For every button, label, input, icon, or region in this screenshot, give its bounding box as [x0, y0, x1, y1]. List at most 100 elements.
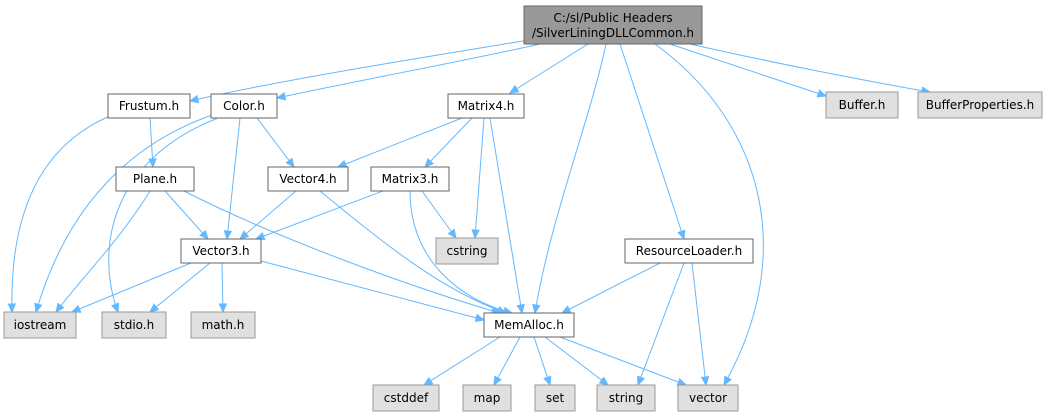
- node-label-memalloc: MemAlloc.h: [494, 318, 564, 332]
- edge-matrix4-cstring-arrowhead: [471, 229, 480, 240]
- node-cstring[interactable]: cstring: [435, 237, 499, 265]
- node-string[interactable]: string: [596, 384, 656, 412]
- node-set[interactable]: set: [534, 384, 576, 412]
- edge-root-buffer: [669, 43, 827, 97]
- edge-resourceloader-vector: [691, 262, 707, 386]
- edge-vector3-memalloc-arrowhead: [474, 313, 486, 322]
- nodes: C:/sl/Public Headers /SilverLiningDLLCom…: [3, 5, 1043, 412]
- node-vector[interactable]: vector: [677, 384, 739, 412]
- edge-resourceloader-memalloc-arrowhead: [560, 305, 572, 314]
- node-label-math: math.h: [202, 318, 245, 332]
- edge-memalloc-vector: [559, 336, 687, 386]
- node-label-color: Color.h: [223, 99, 265, 113]
- edge-color-vector4-arrowhead: [285, 157, 295, 168]
- edge-matrix3-vector3-arrowhead: [254, 232, 266, 240]
- edge-matrix4-memalloc: [489, 117, 523, 314]
- node-label-matrix4: Matrix4.h: [458, 99, 515, 113]
- edge-root-vector-arrowhead: [723, 375, 732, 387]
- edge-matrix3-vector3: [255, 190, 384, 240]
- edge-vector4-memalloc: [319, 190, 507, 314]
- edge-root-resourceloader: [619, 43, 685, 240]
- edge-memalloc-vector-arrowhead: [676, 377, 688, 386]
- edge-matrix4-matrix3-arrowhead: [424, 157, 434, 168]
- node-label-matrix3: Matrix3.h: [382, 172, 439, 186]
- node-label-resourceloader: ResourceLoader.h: [636, 244, 742, 258]
- edge-root-matrix4-arrowhead: [508, 84, 520, 94]
- node-vector4-h[interactable]: Vector4.h: [267, 166, 349, 192]
- node-silverliningdllcommon-h[interactable]: C:/sl/Public Headers /SilverLiningDLLCom…: [523, 5, 703, 45]
- node-matrix4-h[interactable]: Matrix4.h: [447, 93, 525, 119]
- node-color-h[interactable]: Color.h: [210, 93, 278, 119]
- edge-resourceloader-vector-arrowhead: [700, 376, 710, 387]
- edge-root-memalloc-arrowhead: [532, 303, 541, 315]
- node-plane-h[interactable]: Plane.h: [115, 166, 195, 192]
- node-frustum-h[interactable]: Frustum.h: [107, 93, 191, 119]
- node-label-cstring: cstring: [446, 244, 487, 258]
- edge-vector3-stdio: [149, 262, 211, 313]
- node-cstddef[interactable]: cstddef: [372, 384, 440, 412]
- edge-frustum-plane-arrowhead: [148, 158, 157, 169]
- edge-matrix3-cstring-arrowhead: [447, 228, 457, 240]
- edge-vector3-iostream: [71, 262, 192, 313]
- node-map[interactable]: map: [462, 384, 512, 412]
- node-matrix3-h[interactable]: Matrix3.h: [370, 166, 450, 192]
- node-label-bufferprops: BufferProperties.h: [926, 98, 1035, 112]
- edge-root-memalloc: [534, 43, 607, 314]
- node-memalloc-h[interactable]: MemAlloc.h: [483, 312, 575, 338]
- edge-root-frustum-arrowhead: [188, 94, 200, 104]
- node-label-root-line1: C:/sl/Public Headers: [553, 11, 672, 25]
- edge-matrix4-vector4-arrowhead: [336, 159, 348, 168]
- node-resourceloader-h[interactable]: ResourceLoader.h: [624, 238, 754, 264]
- edge-root-color: [276, 43, 541, 99]
- edge-color-vector3-arrowhead: [223, 230, 233, 241]
- edge-vector4-vector3-arrowhead: [239, 230, 250, 240]
- edge-color-stdio-arrowhead: [111, 302, 120, 314]
- node-label-cstddef: cstddef: [384, 391, 429, 405]
- edge-color-iostream-arrowhead: [34, 302, 43, 314]
- node-label-root-line2: /SilverLiningDLLCommon.h: [532, 26, 694, 40]
- edge-color-iostream: [35, 113, 216, 313]
- edge-memalloc-set-arrowhead: [543, 375, 552, 387]
- edge-root-resourceloader-arrowhead: [677, 229, 686, 241]
- node-label-vector: vector: [689, 391, 727, 405]
- edge-vector3-math-arrowhead: [218, 303, 228, 314]
- edge-matrix3-cstring: [421, 190, 457, 239]
- edge-vector4-vector3: [239, 190, 297, 240]
- edge-matrix3-memalloc: [409, 190, 513, 314]
- edge-matrix4-matrix3: [424, 117, 473, 168]
- edge-memalloc-string-arrowhead: [598, 376, 609, 386]
- node-label-plane: Plane.h: [133, 172, 177, 186]
- edge-plane-iostream: [55, 190, 151, 313]
- edge-root-vector: [654, 43, 764, 386]
- edge-root-frustum: [189, 39, 530, 102]
- edge-matrix4-vector4: [337, 117, 463, 168]
- edge-plane-vector3: [164, 190, 209, 240]
- edge-root-buffer-arrowhead: [816, 89, 828, 98]
- edge-memalloc-string: [544, 336, 609, 386]
- edges: [7, 39, 932, 387]
- edge-vector3-memalloc: [260, 260, 485, 321]
- node-bufferproperties-h[interactable]: BufferProperties.h: [917, 91, 1043, 119]
- edge-vector3-stdio-arrowhead: [149, 303, 160, 313]
- node-vector3-h[interactable]: Vector3.h: [180, 238, 262, 264]
- edge-memalloc-cstddef: [423, 336, 501, 386]
- node-iostream[interactable]: iostream: [3, 311, 77, 339]
- edge-plane-vector3-arrowhead: [199, 229, 209, 240]
- edge-resourceloader-string: [637, 262, 685, 386]
- edge-matrix4-cstring: [474, 117, 485, 239]
- node-label-set: set: [546, 391, 565, 405]
- node-math-h[interactable]: math.h: [190, 311, 256, 339]
- node-stdio-h[interactable]: stdio.h: [101, 311, 167, 339]
- node-label-map: map: [474, 391, 501, 405]
- node-buffer-h[interactable]: Buffer.h: [825, 91, 899, 119]
- edge-memalloc-map: [493, 336, 521, 386]
- edge-color-vector3: [226, 117, 241, 240]
- edge-root-bufferprops: [689, 43, 931, 93]
- node-label-buffer: Buffer.h: [839, 98, 886, 112]
- node-label-string: string: [609, 391, 643, 405]
- edge-resourceloader-memalloc: [561, 262, 661, 314]
- edge-plane-memalloc: [183, 190, 501, 314]
- edge-resourceloader-string-arrowhead: [637, 375, 645, 387]
- edge-memalloc-cstddef-arrowhead: [422, 376, 434, 386]
